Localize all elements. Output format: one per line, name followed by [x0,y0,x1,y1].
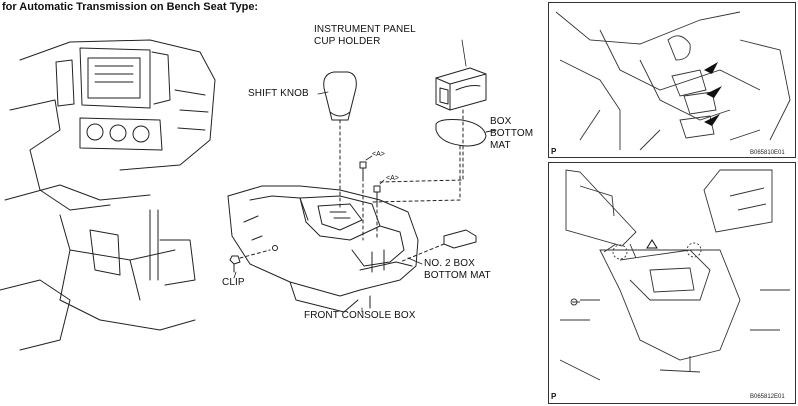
no2-box-bottom-mat-label-line1: NO. 2 BOX [424,258,475,269]
bottom-right-panel-p-tag: P [551,392,557,401]
shift-knob-label: SHIFT KNOB [248,88,309,99]
box-bottom-mat-label-line3: MAT [490,140,511,151]
front-console-box-drawing [227,185,419,313]
cup-holder-drawing [379,39,487,183]
no2-box-bottom-mat-drawing [399,229,477,263]
top-right-panel-p-tag: P [551,147,557,156]
clip-drawing [229,249,271,273]
box-bottom-mat-drawing [371,119,497,203]
screws-drawing [359,161,381,241]
cup-holder-label-line2: CUP HOLDER [314,36,381,47]
no2-box-bottom-mat-label-line2: BOTTOM MAT [424,270,491,281]
box-bottom-mat-label-line1: BOX [490,116,512,127]
front-console-box-label: FRONT CONSOLE BOX [304,310,416,321]
diagram-heading: for Automatic Transmission on Bench Seat… [2,1,259,13]
leader-lines [233,91,423,313]
bottom-right-view-drawing [559,169,790,381]
dashboard-outline [0,39,216,351]
cup-holder-label-line1: INSTRUMENT PANEL [314,24,416,35]
clip-label: CLIP [222,277,245,288]
box-bottom-mat-label-line2: BOTTOM [490,128,534,139]
top-right-panel-code: B065810E01 [750,150,785,156]
top-right-view-drawing [555,11,791,151]
warning-triangle-icon [646,239,658,249]
arrow-icons [704,62,722,126]
bottom-right-panel-code: B065812E01 [750,394,785,400]
screw-marker-a-2: <A> [386,175,399,182]
screw-marker-a-1: <A> [372,151,385,158]
shift-knob-drawing [323,71,357,211]
bottom-right-view-panel [548,162,796,404]
top-right-view-panel [548,2,796,158]
